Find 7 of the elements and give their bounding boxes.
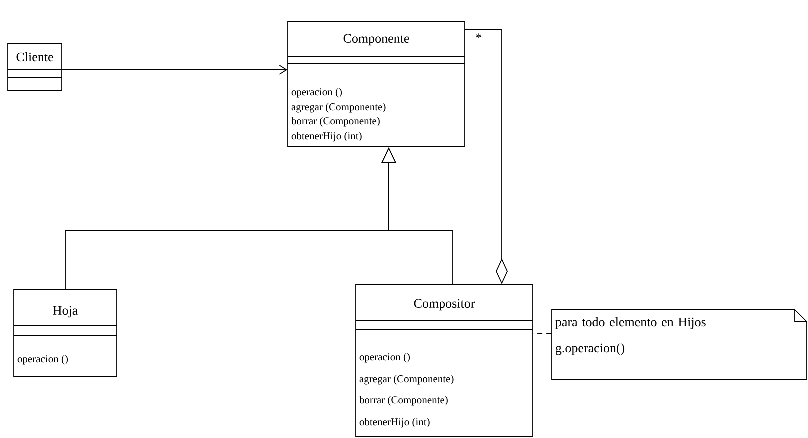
association-arrow — [62, 65, 288, 75]
class-box: Hoja operacion () — [14, 290, 118, 378]
class-box: Compositor operacion () agregar (Componente) borrar (Componente) obtenerHijo (int) — [356, 284, 534, 438]
class-box: Componente operacion () agregar (Componente) borrar (Componente) obtenerHijo (int) — [288, 22, 466, 148]
edge-label: * — [476, 34, 482, 38]
class-box: Cliente — [8, 44, 62, 92]
note-box: para todo elemento en Hijos g.operacion() — [552, 310, 808, 380]
